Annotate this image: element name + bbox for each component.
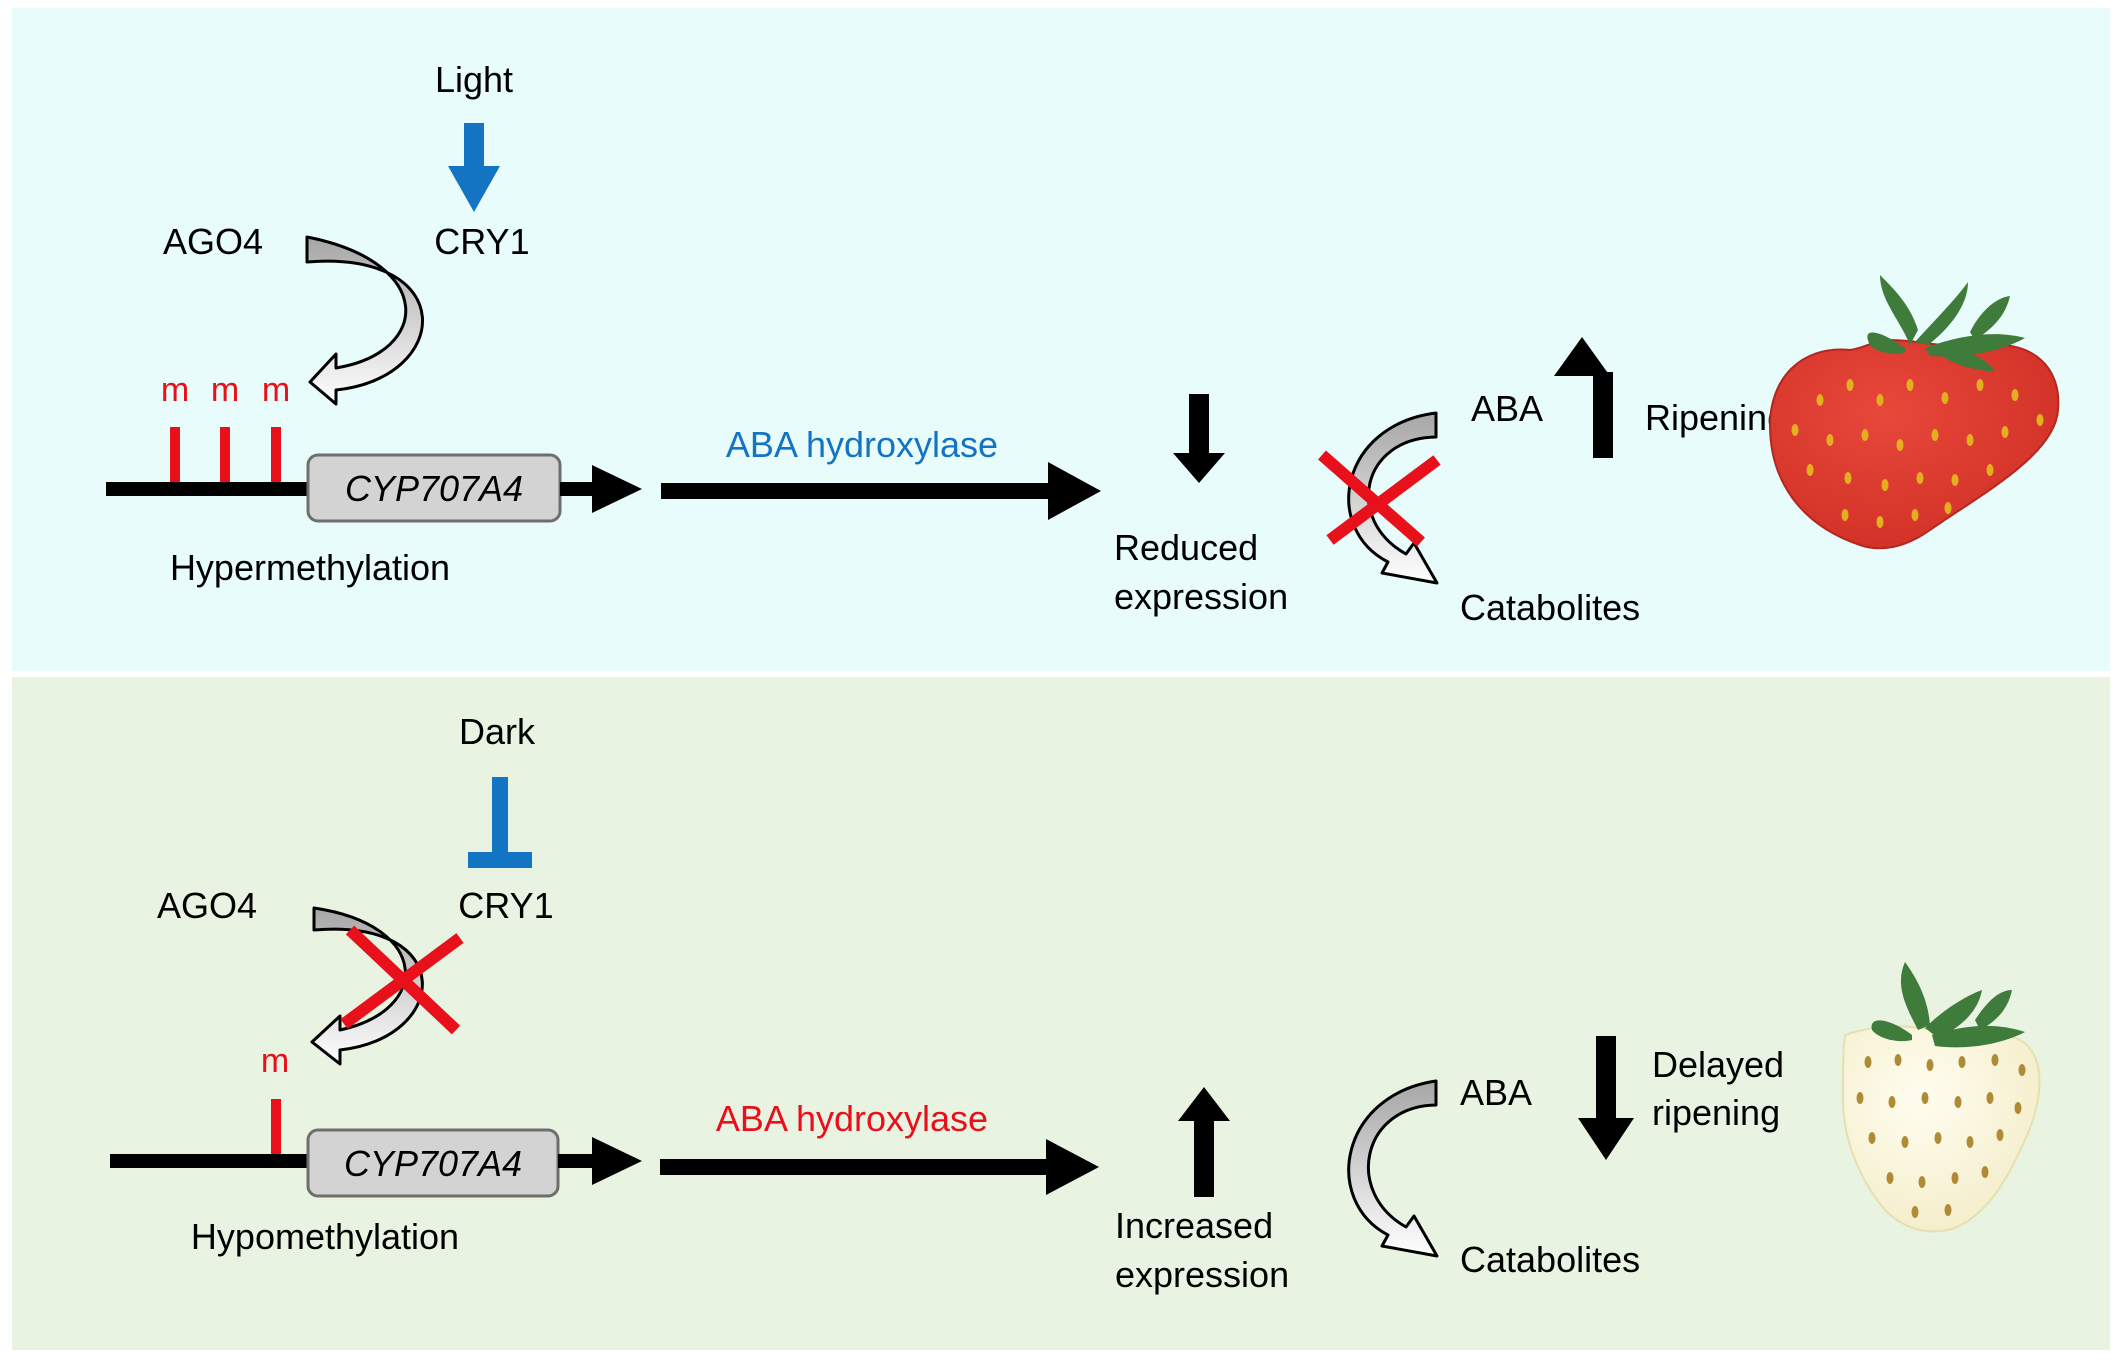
top-panel: Light CRY1 AGO4 m m m CYP707A4 Hypermeth… (12, 8, 2110, 671)
top-methyl-mark-2: m (211, 371, 239, 409)
top-gene-label: CYP707A4 (345, 468, 523, 509)
top-expression-line-2: expression (1114, 576, 1288, 617)
top-ago4-label: AGO4 (163, 221, 263, 262)
white-strawberry-icon (1841, 962, 2041, 1233)
bottom-ago4-label: AGO4 (157, 885, 257, 926)
top-dna-line (106, 482, 312, 496)
top-methyl-tick-3 (271, 427, 281, 482)
top-signal-label: Light (435, 59, 513, 100)
top-methylation-state: Hypermethylation (170, 547, 450, 588)
bottom-ripening-line-1: Delayed (1652, 1044, 1784, 1085)
bottom-methylation-state: Hypomethylation (191, 1216, 459, 1257)
top-methyl-mark-1: m (161, 371, 189, 409)
bottom-aba-catabolism-arrow-icon (1347, 1079, 1439, 1258)
bottom-expression-line-1: Increased (1115, 1205, 1273, 1246)
bottom-aba-label: ABA (1460, 1072, 1532, 1113)
bottom-cry1-label: CRY1 (458, 885, 553, 926)
top-methyl-tick-1 (170, 427, 180, 482)
bottom-ago4-blocked-x-icon (340, 925, 464, 1035)
top-cry1-label: CRY1 (434, 221, 529, 262)
bottom-panel: Dark CRY1 AGO4 m CYP707A4 Hypomethylatio… (12, 677, 2110, 1350)
bottom-ago4-curved-arrow-icon (310, 906, 424, 1066)
bottom-methyl-tick-1 (271, 1099, 281, 1155)
top-catabolism-blocked-x-icon (1318, 450, 1441, 547)
top-enzyme-label: ABA hydroxylase (726, 424, 998, 465)
top-transcription-arrow-icon (560, 465, 642, 513)
bottom-ripening-line-2: ripening (1652, 1092, 1780, 1133)
top-methyl-tick-2 (220, 427, 230, 482)
top-long-arrow-icon (661, 462, 1101, 520)
bottom-transcription-arrow-icon (558, 1137, 642, 1185)
bottom-gene-label: CYP707A4 (344, 1143, 522, 1184)
top-expression-line-1: Reduced (1114, 527, 1258, 568)
top-ripening-line-1: Ripening (1645, 397, 1787, 438)
bottom-methyl-mark-1: m (261, 1042, 289, 1080)
red-strawberry-icon (1768, 275, 2060, 550)
bottom-enzyme-label: ABA hydroxylase (716, 1098, 988, 1139)
top-ripening-up-arrow-icon (1554, 337, 1613, 458)
dark-inhibition-bar-icon (468, 777, 532, 868)
bottom-long-arrow-icon (660, 1139, 1099, 1195)
top-catabolites-label: Catabolites (1460, 587, 1640, 628)
bottom-expression-line-2: expression (1115, 1254, 1289, 1295)
bottom-signal-label: Dark (459, 711, 536, 752)
bottom-expression-up-arrow-icon (1178, 1087, 1230, 1197)
top-methyl-mark-3: m (262, 371, 290, 409)
top-panel-background (12, 8, 2110, 671)
bottom-catabolites-label: Catabolites (1460, 1239, 1640, 1280)
light-arrow-icon (448, 123, 500, 212)
top-ago4-curved-arrow-icon (305, 235, 424, 406)
top-aba-label: ABA (1471, 388, 1543, 429)
top-expression-down-arrow-icon (1173, 394, 1225, 483)
top-aba-catabolism-arrow-icon (1347, 411, 1439, 585)
bottom-dna-line (110, 1154, 312, 1168)
bottom-ripening-down-arrow-icon (1578, 1036, 1634, 1160)
